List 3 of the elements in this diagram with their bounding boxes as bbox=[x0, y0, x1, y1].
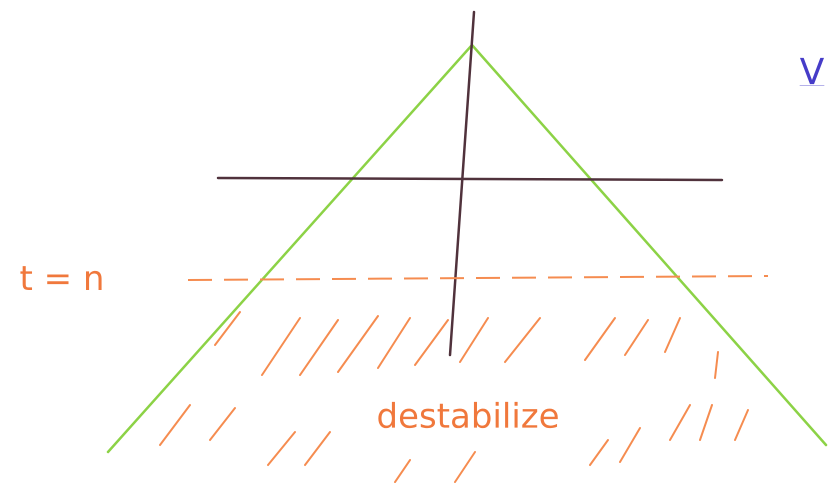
underlined-letter: V bbox=[800, 58, 825, 86]
handwritten-label: destabilize bbox=[378, 402, 558, 428]
handwritten-label: t = n bbox=[20, 266, 102, 290]
